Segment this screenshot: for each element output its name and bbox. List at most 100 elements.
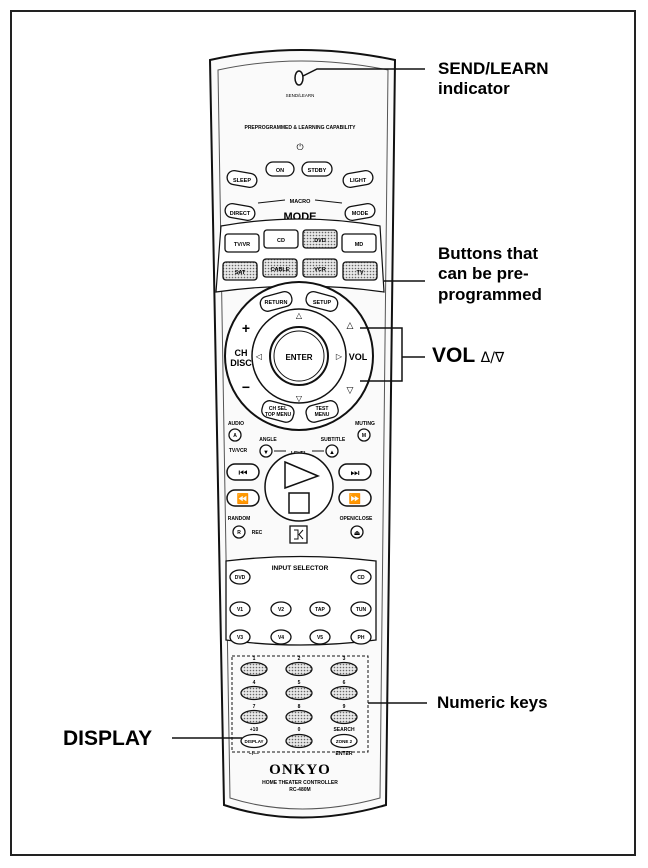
num-label-5: 5 — [298, 680, 301, 686]
eject-icon: ⏏ — [354, 529, 361, 537]
send-learn-indicator — [295, 71, 303, 85]
power-icon: ⏻ — [296, 142, 303, 153]
input-v4-label: V4 — [278, 635, 284, 641]
enter-label: ENTER — [285, 353, 312, 362]
mode-tvvr-label: TV/VR — [234, 242, 250, 248]
rewind-icon: ⏪ — [237, 492, 249, 505]
vol-ring-label: VOL — [349, 352, 368, 362]
model-line-1: HOME THEATER CONTROLLER — [262, 780, 338, 786]
mode-cd-label: CD — [277, 238, 285, 244]
vol-callout-symbols: Δ/∇ — [481, 350, 505, 366]
stop-icon[interactable] — [289, 493, 309, 513]
brand-logo: ONKYO — [269, 762, 331, 778]
muting-btn-label: M — [362, 433, 366, 439]
mode-label: MODE — [352, 211, 369, 217]
num-label-2: 2 — [298, 656, 301, 662]
num-key-3[interactable] — [331, 663, 357, 676]
on-label: ON — [276, 168, 284, 174]
num-label-1: 1 — [253, 656, 256, 662]
send-learn-callout-line2: indicator — [438, 79, 549, 99]
send-learn-callout-line1: SEND/LEARN — [438, 59, 549, 79]
num-label-7: 7 — [253, 704, 256, 710]
num-key-8[interactable] — [286, 711, 312, 724]
nav-right-arrow-icon: ▷ — [336, 352, 343, 361]
return-label: RETURN — [265, 300, 288, 306]
num-label-6: 6 — [343, 680, 346, 686]
subtitle-up-icon: ▲ — [329, 450, 335, 456]
skip-back-icon: ⏮ — [239, 468, 248, 479]
random-label: RANDOM — [228, 516, 251, 522]
num-label-8: 8 — [298, 704, 301, 710]
preprog-callout-line1: Buttons that — [438, 244, 542, 264]
num-label-3: 3 — [343, 656, 346, 662]
nav-up-arrow-icon: △ — [296, 311, 303, 320]
num-key-9[interactable] — [331, 711, 357, 724]
standby-label: STDBY — [308, 168, 327, 174]
skip-fwd-icon: ⏭ — [351, 468, 360, 479]
vol-callout: VOL Δ/∇ — [432, 343, 504, 368]
enter-key-label: ENTER — [336, 751, 353, 757]
ch-label: CH — [235, 348, 248, 358]
num-key-6[interactable] — [331, 687, 357, 700]
mode-sat-label: SAT — [235, 270, 246, 276]
test-menu-label: MENU — [315, 412, 330, 418]
input-v5-label: V5 — [317, 635, 323, 641]
mode-tv-label: TV — [356, 270, 363, 276]
input-tap-label: TAP — [315, 607, 325, 613]
dash-label: −/−− — [249, 751, 259, 757]
plus-symbol: + — [242, 320, 250, 336]
num-label-0: 0 — [298, 727, 301, 733]
preprog-callout-line3: programmed — [438, 285, 542, 305]
minus-symbol: − — [242, 379, 250, 395]
top-menu-label: TOP MENU — [265, 412, 292, 418]
sleep-label: SLEEP — [233, 178, 251, 184]
input-ph-label: PH — [358, 635, 365, 641]
search-label: SEARCH — [333, 727, 355, 733]
ffwd-icon: ⏩ — [349, 492, 361, 505]
tv-vcr-label: TV/VCR — [229, 448, 248, 454]
macro-label: MACRO — [290, 199, 311, 205]
vol-down-icon: ▽ — [347, 386, 354, 396]
audio-btn-label: A — [233, 433, 237, 439]
input-selector-title: INPUT SELECTOR — [272, 565, 329, 572]
num-key-2[interactable] — [286, 663, 312, 676]
preprog-callout: Buttons that can be pre- programmed — [438, 244, 542, 305]
preprog-callout-line2: can be pre- — [438, 264, 542, 284]
input-cd-label: CD — [357, 575, 365, 581]
model-line-2: RC-480M — [289, 787, 310, 793]
send-learn-callout: SEND/LEARN indicator — [438, 59, 549, 100]
input-v1-label: V1 — [237, 607, 243, 613]
input-v2-label: V2 — [278, 607, 284, 613]
input-tun-label: TUN — [356, 607, 367, 613]
mode-cable-label: CABLE — [271, 267, 290, 273]
vol-callout-text: VOL — [432, 344, 475, 367]
num-label-4: 4 — [253, 680, 256, 686]
plus10-label: +10 — [250, 727, 259, 733]
mode-dvd-label: DVD — [314, 238, 326, 244]
send-learn-text: SEND/LEARN — [286, 93, 315, 98]
capability-text: PREPROGRAMMED & LEARNING CAPABILITY — [244, 125, 356, 131]
random-btn-label: R — [237, 530, 241, 536]
num-key-4[interactable] — [241, 687, 267, 700]
direct-label: DIRECT — [230, 211, 251, 217]
num-key-0[interactable] — [286, 735, 312, 748]
num-key-1[interactable] — [241, 663, 267, 676]
mode-md-label: MD — [355, 242, 364, 248]
num-label-9: 9 — [343, 704, 346, 710]
open-close-label: OPEN/CLOSE — [340, 516, 373, 522]
input-v3-label: V3 — [237, 635, 243, 641]
angle-down-icon: ▼ — [263, 450, 269, 456]
setup-label: SETUP — [313, 300, 332, 306]
angle-label: ANGLE — [259, 437, 277, 443]
rec-label: REC — [252, 530, 263, 536]
muting-label: MUTING — [355, 421, 375, 427]
input-dvd-label: DVD — [235, 575, 246, 581]
num-key-7[interactable] — [241, 711, 267, 724]
num-key-5[interactable] — [286, 687, 312, 700]
display-key-label: DISPLAY — [244, 739, 263, 744]
subtitle-label: SUBTITLE — [321, 437, 346, 443]
vol-up-icon: △ — [347, 321, 354, 331]
numeric-keys-callout: Numeric keys — [437, 693, 548, 713]
nav-down-arrow-icon: ▽ — [296, 394, 303, 403]
disc-label: DISC — [230, 358, 252, 368]
